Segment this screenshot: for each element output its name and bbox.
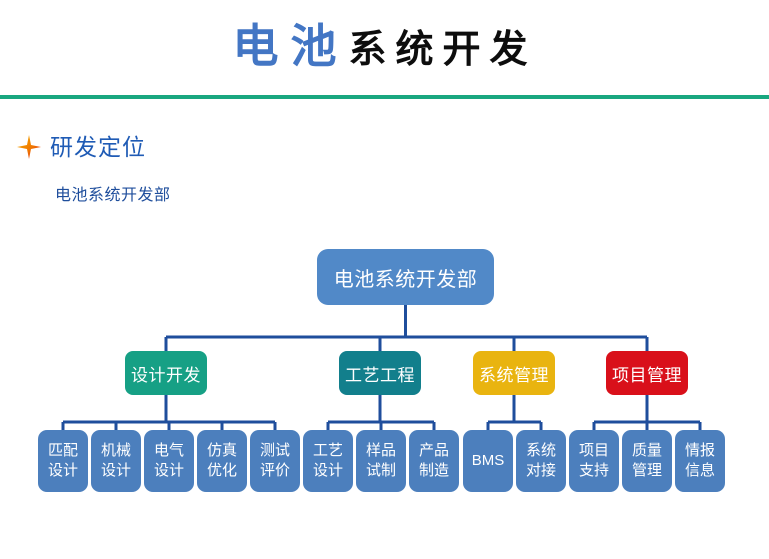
leaf-line-1: BMS (471, 452, 505, 469)
leaf-line-1: 项目 (578, 442, 609, 459)
leaf-line-1: 仿真 (206, 442, 237, 459)
leaf-line-1: 样品 (365, 442, 396, 459)
org-leaf-matching-design[interactable]: 匹配 设计 (38, 430, 88, 492)
section-title: 研发定位 (50, 134, 146, 160)
leaf-line-1: 匹配 (47, 442, 78, 459)
leaf-line-2: 管理 (631, 462, 662, 479)
org-leaf-quality-management[interactable]: 质量 管理 (622, 430, 672, 492)
org-node-process-engineering[interactable]: 工艺工程 (339, 351, 421, 395)
leaf-line-2: 设计 (312, 462, 343, 479)
leaf-line-2: 设计 (47, 462, 78, 479)
leaf-line-2: 制造 (418, 462, 449, 479)
leaf-line-1: 电气 (153, 442, 184, 459)
org-leaf-sample-trial-production[interactable]: 样品 试制 (356, 430, 406, 492)
leaf-line-2: 优化 (206, 462, 237, 479)
title-divider (0, 95, 769, 99)
title-band: 电池系统开发 (0, 0, 769, 99)
leaf-line-1: 机械 (100, 442, 131, 459)
org-leaf-product-manufacturing[interactable]: 产品 制造 (409, 430, 459, 492)
org-node-project-management[interactable]: 项目管理 (606, 351, 688, 395)
org-leaf-mechanical-design[interactable]: 机械 设计 (91, 430, 141, 492)
section-heading: 研发定位 (16, 130, 146, 164)
page-title: 电池系统开发 (0, 16, 769, 80)
org-leaf-process-design[interactable]: 工艺 设计 (303, 430, 353, 492)
section-subtitle: 电池系统开发部 (55, 187, 171, 204)
leaf-line-1: 产品 (418, 442, 449, 459)
leaf-line-2: 设计 (153, 462, 184, 479)
org-leaf-system-integration[interactable]: 系统 对接 (516, 430, 566, 492)
leaf-line-1: 情报 (684, 442, 715, 459)
leaf-line-1: 系统 (525, 442, 556, 459)
org-leaf-test-evaluation[interactable]: 测试 评价 (250, 430, 300, 492)
org-leaf-intelligence-information[interactable]: 情报 信息 (675, 430, 725, 492)
org-node-design-development[interactable]: 设计开发 (125, 351, 207, 395)
leaf-line-2: 设计 (100, 462, 131, 479)
leaf-line-1: 测试 (259, 442, 290, 459)
page-title-highlight: 电池 (232, 20, 349, 72)
org-leaf-bms[interactable]: BMS (463, 430, 513, 492)
leaf-line-1: 质量 (631, 442, 662, 459)
leaf-line-2: 支持 (578, 462, 609, 479)
org-leaf-electrical-design[interactable]: 电气 设计 (144, 430, 194, 492)
org-leaf-project-support[interactable]: 项目 支持 (569, 430, 619, 492)
page-title-rest: 系统开发 (348, 29, 537, 71)
leaf-line-2: 试制 (365, 462, 396, 479)
leaf-line-2: 评价 (259, 462, 290, 479)
org-node-system-management[interactable]: 系统管理 (473, 351, 555, 395)
org-node-root[interactable]: 电池系统开发部 (317, 249, 494, 305)
leaf-line-2: 对接 (525, 462, 556, 479)
leaf-line-2: 信息 (684, 462, 715, 479)
leaf-line-1: 工艺 (312, 442, 343, 459)
org-leaf-simulation-optimization[interactable]: 仿真 优化 (197, 430, 247, 492)
four-point-star-icon (17, 135, 41, 159)
